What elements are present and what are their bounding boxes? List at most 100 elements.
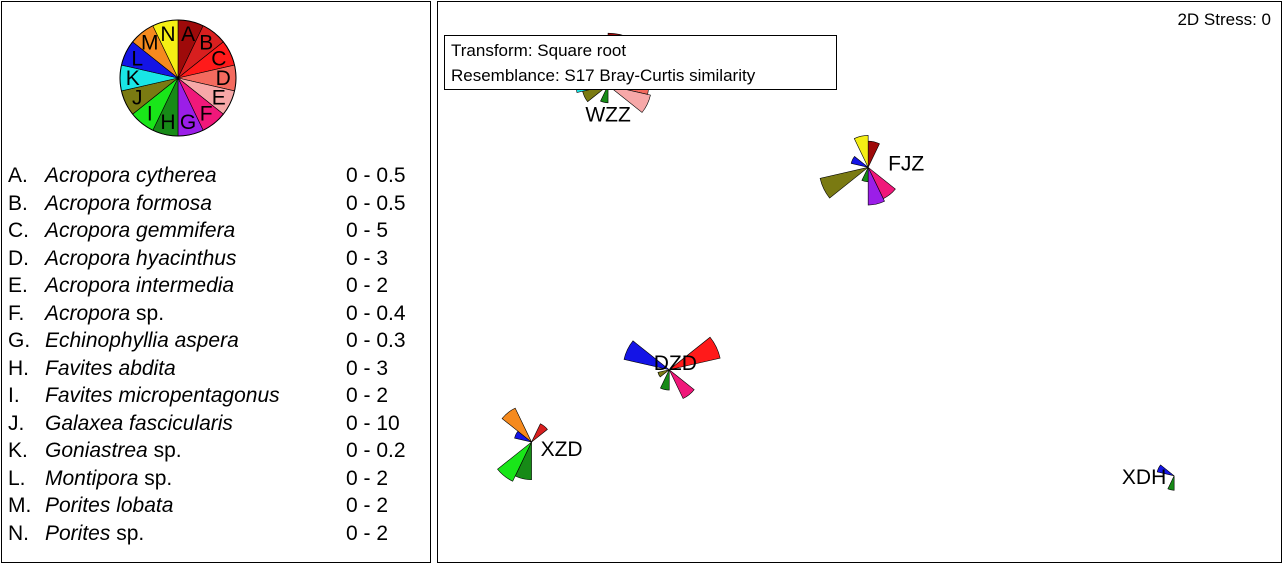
site-wedge-f <box>668 369 695 399</box>
species-binomial: Acropora formosa <box>45 191 212 215</box>
species-letter: A. <box>8 164 28 187</box>
species-letter: I. <box>8 384 20 407</box>
species-binomial: Acropora intermedia <box>45 274 235 297</box>
transform-label: Transform: Square root <box>451 41 627 60</box>
species-binomial: Favites abdita <box>45 356 176 380</box>
species-range: 0 - 0.5 <box>346 191 406 215</box>
site-label-wzz: WZZ <box>585 103 631 126</box>
site-glyph-xdh <box>1156 464 1175 491</box>
species-range: 0 - 10 <box>346 411 400 435</box>
species-letter: M. <box>8 494 32 517</box>
species-binomial: Acropora gemmifera <box>45 219 236 242</box>
site-wedge-a <box>867 140 880 168</box>
site-wedge-l <box>1156 464 1175 477</box>
site-wedge-e <box>607 85 651 113</box>
site-wedge-l <box>850 156 869 168</box>
species-binomial: Montipora <box>45 466 139 490</box>
species-letter: B. <box>8 191 28 215</box>
species-range: 0 - 2 <box>346 274 389 297</box>
site-wedge-j <box>819 167 869 199</box>
site-glyph-fjz <box>819 135 896 206</box>
species-name: Porites sp. <box>45 522 144 546</box>
species-range: 0 - 0.2 <box>346 439 406 462</box>
species-binomial: Porites lobata <box>45 494 174 517</box>
key-pie-letter-k: K <box>126 67 140 90</box>
species-letter: C. <box>8 219 29 242</box>
key-pie-letter-l: L <box>131 47 143 70</box>
species-binomial: Acropora hyacinthus <box>45 246 237 270</box>
key-pie-letter-a: A <box>181 23 195 46</box>
species-letter: N. <box>8 521 29 545</box>
species-range: 0 - 2 <box>346 384 389 407</box>
species-range: 0 - 0.5 <box>346 164 406 187</box>
key-pie-letter-d: D <box>216 67 231 90</box>
species-name: Acropora formosa <box>45 192 212 216</box>
species-letter: G. <box>8 329 31 352</box>
species-range: 0 - 3 <box>346 246 389 270</box>
site-wedge-n <box>853 135 869 168</box>
stress-label: 2D Stress: 0 <box>1177 10 1271 29</box>
transform-box: Transform: Square root Resemblance: S17 … <box>444 35 837 90</box>
species-letter: F. <box>8 301 25 325</box>
key-pie-letter-i: I <box>147 102 153 125</box>
site-wedge-j <box>657 369 670 378</box>
key-pie-letter-m: M <box>141 32 159 55</box>
site-wedge-h <box>861 167 869 183</box>
species-name: Galaxea fascicularis <box>45 412 233 436</box>
species-name: Acropora cytherea <box>45 164 217 188</box>
site-label-xzd: XZD <box>541 438 583 461</box>
species-letter: J. <box>8 411 25 435</box>
site-wedge-l <box>623 340 670 371</box>
site-wedge-c <box>669 336 721 371</box>
species-suffix: sp. <box>110 521 145 545</box>
species-letter: E. <box>8 274 28 297</box>
key-pie-letter-h: H <box>160 111 175 134</box>
site-label-fjz: FJZ <box>888 152 924 175</box>
key-pie-letter-n: N <box>160 23 175 46</box>
species-name: Acropora sp. <box>45 302 164 326</box>
species-range: 0 - 5 <box>346 219 389 242</box>
species-range: 0 - 0.3 <box>346 329 406 352</box>
species-binomial: Porites <box>45 521 111 545</box>
species-range: 0 - 3 <box>346 356 389 380</box>
species-binomial: Echinophyllia aspera <box>45 329 239 352</box>
resemblance-label: Resemblance: S17 Bray-Curtis similarity <box>451 66 756 85</box>
species-suffix: sp. <box>147 439 182 462</box>
site-wedge-i <box>497 441 532 482</box>
key-pie-letter-b: B <box>199 32 213 55</box>
key-pie-outline <box>119 19 237 137</box>
species-range: 0 - 2 <box>346 466 389 490</box>
species-suffix: sp. <box>130 301 165 325</box>
site-glyph-xzd <box>497 407 548 482</box>
key-pie-letter-f: F <box>200 102 213 125</box>
site-wedge-h <box>1167 475 1175 491</box>
species-letter: K. <box>8 439 28 462</box>
species-letter: H. <box>8 356 29 380</box>
site-wedge-g <box>867 167 885 206</box>
species-binomial: Goniastrea <box>45 439 148 462</box>
species-binomial: Galaxea fascicularis <box>45 411 233 435</box>
species-name: Acropora gemmifera <box>45 219 235 243</box>
species-name: Favites micropentagonus <box>45 384 280 408</box>
key-pie-letter-c: C <box>211 47 226 70</box>
species-suffix: sp. <box>138 466 173 490</box>
site-wedge-m <box>501 407 532 443</box>
species-name: Porites lobata <box>45 494 173 518</box>
species-letter: L. <box>8 466 26 490</box>
species-name: Echinophyllia aspera <box>45 329 239 353</box>
site-wedge-h <box>660 369 670 391</box>
species-binomial: Acropora <box>45 301 131 325</box>
key-pie-letter-j: J <box>132 87 143 110</box>
species-name: Acropora hyacinthus <box>45 247 236 271</box>
species-letter: D. <box>8 246 29 270</box>
key-pie-letter-e: E <box>212 87 226 110</box>
species-binomial: Acropora cytherea <box>45 164 217 187</box>
site-label-xdh: XDH <box>1122 466 1166 489</box>
key-pie-letter-g: G <box>180 111 196 134</box>
species-name: Montipora sp. <box>45 467 172 491</box>
site-label-dzd: DZD <box>654 352 697 375</box>
species-name: Goniastrea sp. <box>45 439 182 463</box>
site-wedge-b <box>531 423 548 443</box>
